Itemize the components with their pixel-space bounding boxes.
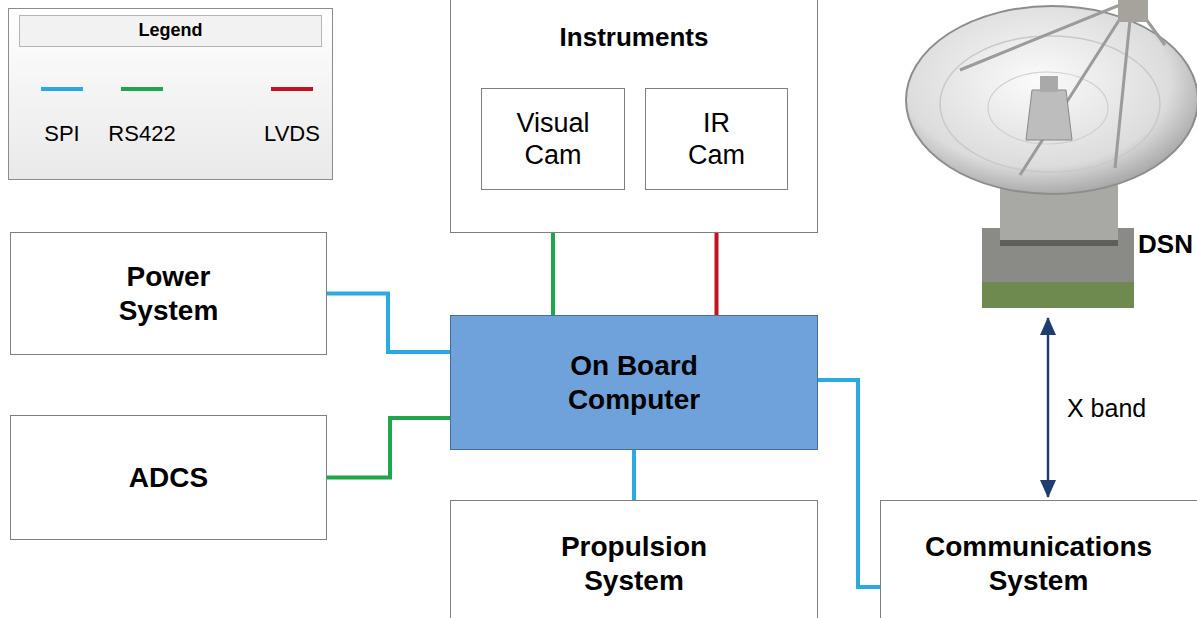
legend-swatch (121, 87, 163, 91)
ground-station: DSN (900, 0, 1197, 312)
legend-swatch (271, 87, 313, 91)
edge-label: X band (1064, 392, 1149, 424)
legend-header: Legend (19, 15, 322, 47)
connector (327, 294, 450, 353)
legend-swatch (41, 87, 83, 91)
legend-box: LegendSPI RS422 LVDS (8, 8, 333, 180)
connector (818, 380, 880, 587)
node-label: Visual Cam (516, 107, 589, 172)
computer-box: On Board Computer (450, 315, 818, 450)
node-label: Instruments (560, 22, 709, 53)
subsystem-box: ADCS (10, 415, 327, 540)
subsystem-box: Communications System (880, 500, 1197, 618)
legend-text: SPI (44, 121, 79, 147)
connector (1047, 318, 1050, 497)
legend-item: SPI (17, 87, 107, 147)
node-label: Propulsion System (561, 530, 707, 597)
legend-item: RS422 (97, 87, 187, 147)
node-label: On Board Computer (524, 349, 744, 416)
antenna-illustration (900, 0, 1197, 312)
legend-title: Legend (138, 20, 202, 42)
legend-text: LVDS (264, 121, 320, 147)
node-label: IR Cam (688, 107, 745, 172)
legend-item: LVDS (247, 87, 337, 147)
connector (632, 450, 636, 500)
node-label: DSN (1138, 229, 1193, 260)
legend-text: RS422 (108, 121, 175, 147)
instrument-group: InstrumentsVisual Cam IR Cam (450, 0, 818, 233)
node-label: ADCS (129, 461, 208, 495)
node-label: Communications System (925, 530, 1152, 597)
connector (327, 418, 450, 478)
subsystem-box: Power System (10, 232, 327, 355)
node-label: Power System (119, 260, 219, 327)
instrument-box: Visual Cam (481, 88, 625, 190)
instrument-box: IR Cam (645, 88, 788, 190)
subsystem-box: Propulsion System (450, 500, 818, 618)
